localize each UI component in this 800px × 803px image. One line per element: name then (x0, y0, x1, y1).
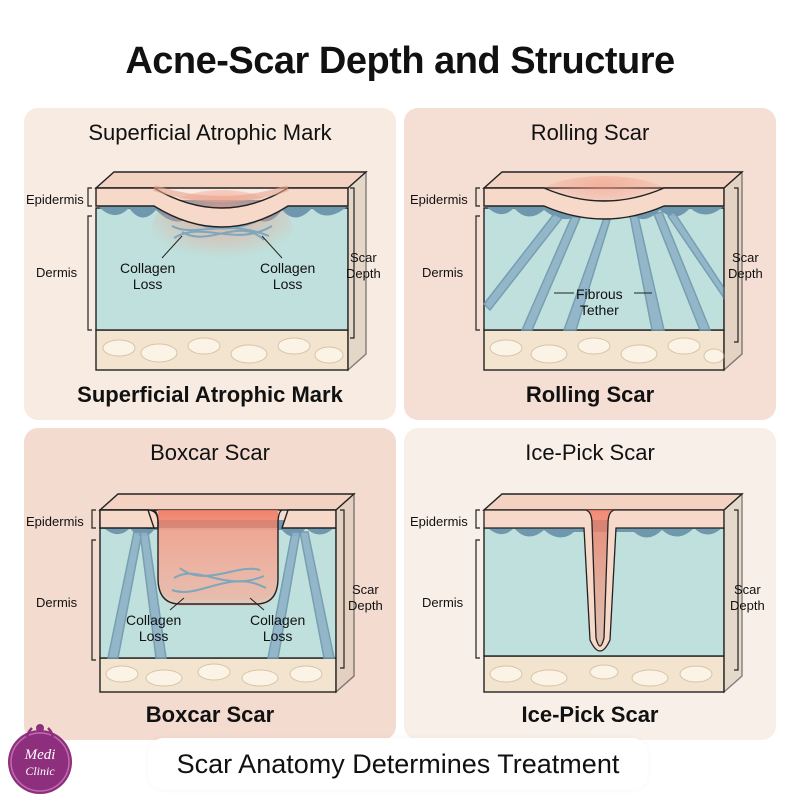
panel-caption: Rolling Scar (525, 382, 655, 407)
medi-clinic-logo: Medi Clinic (2, 718, 78, 798)
dermis-label: Dermis (36, 595, 78, 610)
dermis-label: Dermis (36, 265, 78, 280)
panel-boxcar-scar: Boxcar Scar (24, 428, 396, 740)
skin-cross-section-rolling (475, 170, 744, 372)
panel-title: Boxcar Scar (150, 440, 270, 465)
page-title: Acne-Scar Depth and Structure (125, 40, 675, 82)
skin-cross-section-ice-pick (475, 492, 744, 694)
panel-superficial-atrophic-mark: Superficial Atrophic Mark (24, 108, 396, 420)
skin-cross-section-superficial (87, 170, 368, 372)
epidermis-label: Epidermis (410, 192, 468, 207)
panel-caption: Superficial Atrophic Mark (77, 382, 343, 407)
panel-title: Superficial Atrophic Mark (88, 120, 332, 145)
dermis-label: Dermis (422, 595, 464, 610)
panel-title: Ice-Pick Scar (525, 440, 655, 465)
epidermis-label: Epidermis (26, 192, 84, 207)
footer-banner: Scar Anatomy Determines Treatment (148, 738, 648, 790)
panel-caption: Boxcar Scar (145, 702, 275, 727)
skin-cross-section-boxcar (91, 492, 356, 694)
panel-rolling-scar: Rolling Scar (404, 108, 776, 420)
logo-line-2: Clinic (25, 764, 55, 778)
logo-badge-icon (8, 724, 72, 794)
epidermis-label: Epidermis (410, 514, 468, 529)
panel-title: Rolling Scar (530, 120, 650, 145)
panel-caption: Ice-Pick Scar (521, 702, 659, 727)
epidermis-label: Epidermis (26, 514, 84, 529)
logo-line-1: Medi (24, 747, 56, 763)
dermis-label: Dermis (422, 265, 464, 280)
